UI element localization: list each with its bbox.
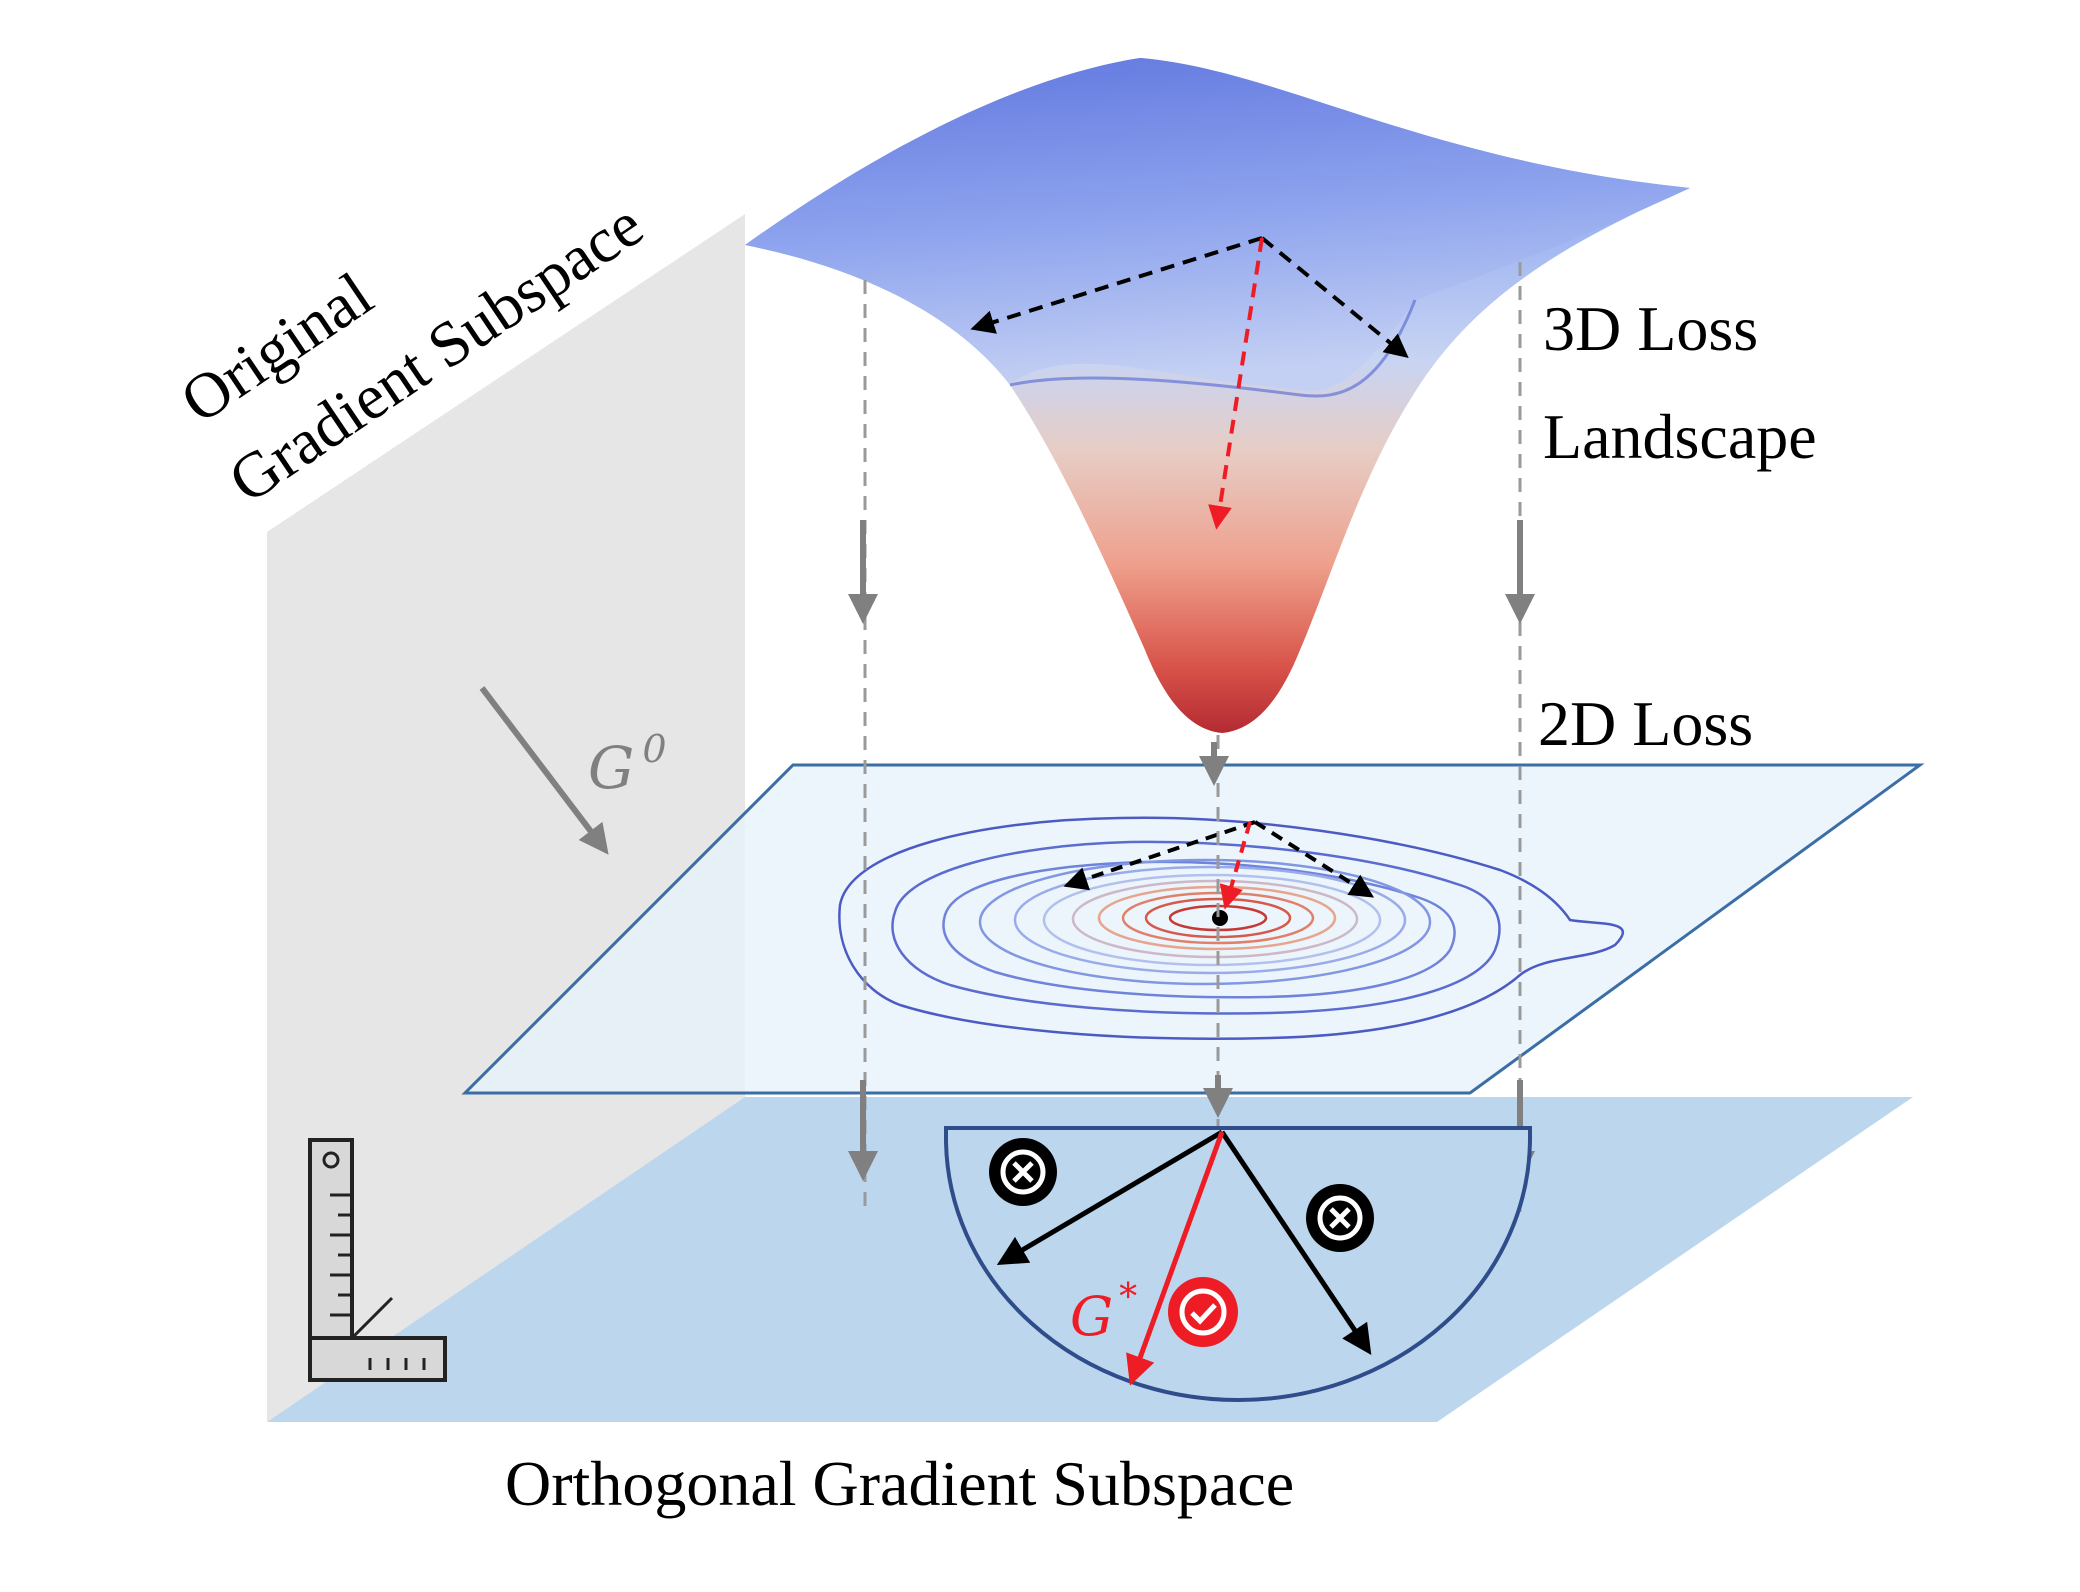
selected-arrow [1126,1131,1225,1386]
check-circle-icon [1168,1277,1238,1347]
gradient-selection-semicircle [944,1126,1532,1402]
orthogonal-subspace-label: Orthogonal Gradient Subspace [505,1448,1294,1519]
g0-gradient-arrow [479,686,609,855]
set-square-ruler-icon [308,1138,447,1382]
surface-arrows [970,236,1409,530]
contour-lines [838,816,1624,1040]
loss-3d-label-line1: 3D Loss [1543,293,1758,364]
surface-arrow-right [1260,236,1409,359]
gstar-label: G* [1070,1277,1137,1348]
plane-arrows [1063,820,1375,926]
projection-guides [863,262,1522,1212]
loss-3d-surface [745,58,1690,733]
plane-arrow-left [1063,820,1256,891]
rejected-arrow-left [996,1129,1224,1266]
x-circle-icon [989,1138,1057,1206]
semicircle-arrows [996,1129,1372,1386]
loss-3d-label-line2: Landscape [1543,401,1817,472]
rejected-arrow-right [1219,1130,1372,1355]
plane-arrow-descent [1219,821,1252,910]
surface-arrow-descent [1208,237,1264,530]
plane-arrow-right [1253,820,1375,898]
minimum-point [1212,910,1228,926]
projection-arrows [848,520,1535,1181]
original-subspace-wall [267,214,745,1422]
surface-arrow-left [970,236,1263,334]
loss-2d-label: 2D Loss [1538,688,1753,759]
x-circle-icon [1306,1184,1374,1252]
